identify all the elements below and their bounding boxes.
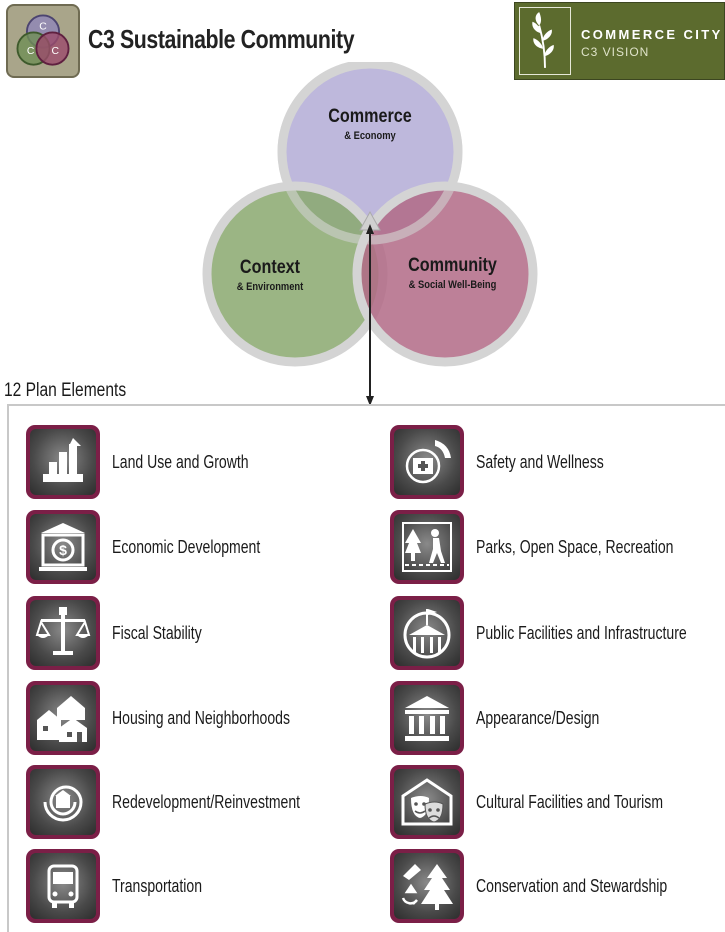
plan-element-transportation[interactable]: Transportation	[26, 849, 356, 923]
brand-name: COMMERCE CITY	[581, 27, 723, 42]
venn-circles	[202, 59, 538, 406]
plan-elements-heading: 12 Plan Elements	[4, 380, 127, 401]
plan-element-label: Safety and Wellness	[476, 451, 604, 472]
plan-element-label: Housing and Neighborhoods	[112, 707, 290, 728]
growth-chart-icon	[43, 438, 83, 482]
venn-context-title: Context	[239, 257, 301, 278]
plan-element-safety[interactable]: Safety and Wellness	[390, 425, 720, 499]
plan-element-appearance[interactable]: Appearance/Design	[390, 681, 720, 755]
medical-phone-icon	[405, 440, 451, 484]
venn-community-label: Community & Social Well-Being	[395, 255, 510, 291]
plan-element-label: Public Facilities and Infrastructure	[476, 622, 687, 643]
logo-letter: C	[52, 46, 60, 57]
plan-element-public-facilities[interactable]: Public Facilities and Infrastructure	[390, 596, 720, 670]
plan-element-cultural[interactable]: Cultural Facilities and Tourism	[390, 765, 720, 839]
venn-commerce-title: Commerce	[328, 106, 412, 127]
bus-icon	[47, 864, 79, 908]
plan-element-parks[interactable]: Parks, Open Space, Recreation	[390, 510, 720, 584]
balance-scale-icon	[35, 607, 91, 655]
logo-letter: C	[27, 46, 35, 57]
plan-element-land-use[interactable]: Land Use and Growth	[26, 425, 356, 499]
houses-icon	[37, 696, 87, 742]
venn-community-subtitle: & Social Well-Being	[408, 279, 497, 291]
logo-letter: C	[39, 22, 47, 33]
wheat-logo-icon	[519, 7, 571, 75]
plan-element-fiscal[interactable]: Fiscal Stability	[26, 596, 356, 670]
svg-text:$: $	[59, 542, 67, 558]
plan-element-label: Fiscal Stability	[112, 622, 202, 643]
plan-elements-frame	[7, 404, 725, 932]
venn-community-title: Community	[408, 255, 497, 276]
plan-element-economic[interactable]: $ Economic Development	[26, 510, 356, 584]
plan-element-redevelopment[interactable]: Redevelopment/Reinvestment	[26, 765, 356, 839]
brand-tagline: C3 VISION	[581, 45, 650, 59]
plan-element-label: Economic Development	[112, 536, 261, 557]
plan-element-housing[interactable]: Housing and Neighborhoods	[26, 681, 356, 755]
plan-element-conservation[interactable]: Conservation and Stewardship	[390, 849, 720, 923]
plan-element-label: Land Use and Growth	[112, 451, 249, 472]
columns-building-icon	[405, 696, 449, 741]
plan-element-label: Transportation	[112, 875, 203, 896]
plan-element-label: Appearance/Design	[476, 707, 600, 728]
page-title: C3 Sustainable Community	[88, 24, 355, 54]
spiral-building-icon	[43, 785, 83, 822]
recycle-tree-icon	[401, 864, 453, 910]
plan-element-label: Cultural Facilities and Tourism	[476, 791, 664, 812]
bank-dollar-icon: $	[39, 523, 87, 571]
venn-commerce-label: Commerce & Economy	[319, 106, 421, 142]
venn-commerce-subtitle: & Economy	[344, 130, 396, 142]
theater-masks-icon	[401, 778, 453, 826]
civic-building-flag-icon	[403, 609, 451, 659]
venn-context-label: Context & Environment	[219, 257, 321, 293]
plan-element-label: Conservation and Stewardship	[476, 875, 668, 896]
venn-diagram: Commerce & Economy Context & Environment…	[195, 59, 545, 412]
commerce-city-brand: COMMERCE CITY C3 VISION	[514, 2, 725, 80]
venn-context-subtitle: & Environment	[236, 281, 304, 293]
plan-element-label: Redevelopment/Reinvestment	[112, 791, 301, 812]
c3-logo: C C C	[6, 4, 80, 78]
plan-element-label: Parks, Open Space, Recreation	[476, 536, 674, 557]
hiker-trees-icon	[402, 522, 452, 572]
